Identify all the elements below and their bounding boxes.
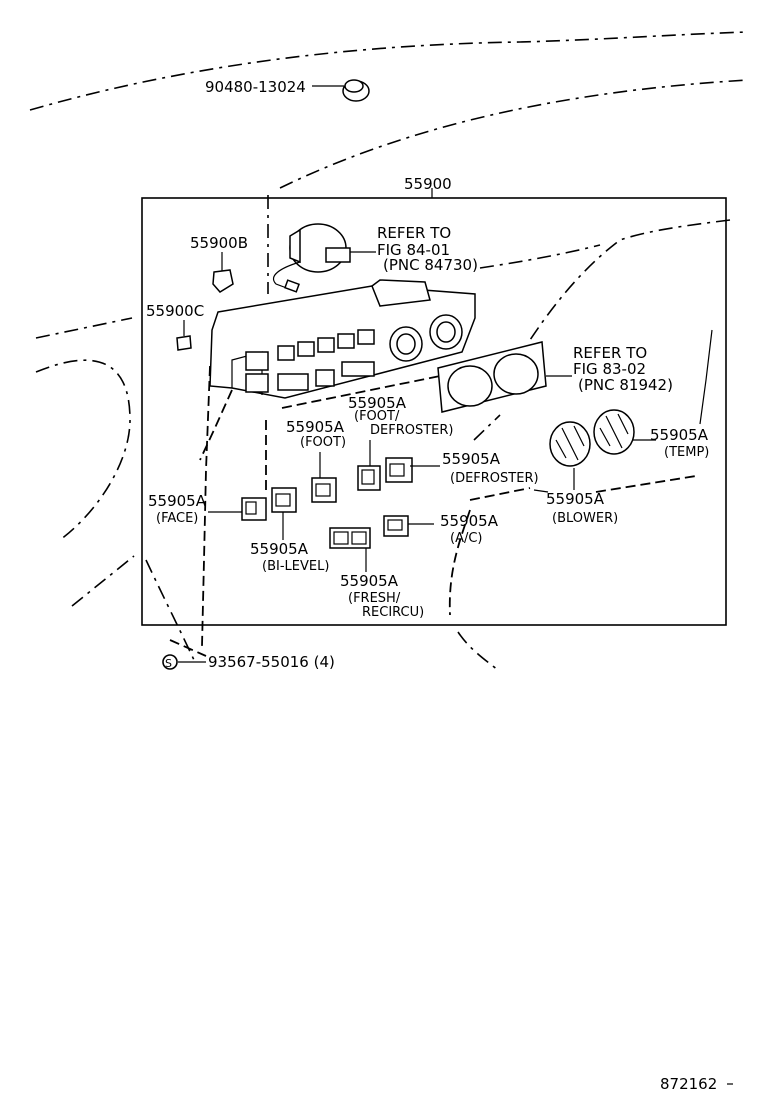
switch-ac xyxy=(383,515,409,537)
assembly-55900: 55900 xyxy=(141,175,727,626)
switch-defroster xyxy=(385,457,413,483)
blower-pn: 55905A xyxy=(546,490,605,508)
knob-temp xyxy=(593,409,656,455)
foot-defroster-name-b: DEFROSTER) xyxy=(370,423,453,438)
fresh-name-a: (FRESH/ xyxy=(348,591,401,606)
switch-labels: 55905A (FOOT/ DEFROSTER) 55905A (FOOT) 5… xyxy=(148,394,709,620)
part-b-label: 55900B xyxy=(190,234,248,252)
bilevel-name: (BI-LEVEL) xyxy=(262,559,329,574)
face-pn: 55905A xyxy=(148,492,207,510)
defroster-pn: 55905A xyxy=(442,450,501,468)
assembly-label: 55900 xyxy=(404,175,452,193)
bilevel-pn: 55905A xyxy=(250,540,309,558)
knob-blower xyxy=(549,421,591,490)
switch-foot xyxy=(311,477,337,503)
bolt-90480: 90480-13024 xyxy=(205,78,370,102)
refer-83-line1: REFER TO xyxy=(573,344,647,362)
dashboard-contours xyxy=(29,31,749,671)
part-c-label: 55900C xyxy=(146,302,204,320)
bolt-part-label: 90480-13024 xyxy=(205,78,306,96)
part-55900c: 55900C xyxy=(146,302,204,351)
switch-bilevel xyxy=(271,487,297,513)
face-name: (FACE) xyxy=(156,511,198,526)
refer-84-line3: (PNC 84730) xyxy=(383,256,478,274)
refer-83-line3: (PNC 81942) xyxy=(578,376,673,394)
temp-pn: 55905A xyxy=(650,426,709,444)
screw-part-label: 93567-55016 (4) xyxy=(208,653,335,671)
foot-defroster-name-a: (FOOT/ xyxy=(354,409,400,424)
figure-number: 872162 xyxy=(660,1075,717,1093)
part-55900b: 55900B xyxy=(190,234,248,293)
refer-84-line2: FIG 84-01 xyxy=(377,241,450,259)
ac-pn: 55905A xyxy=(440,512,499,530)
switch-fresh xyxy=(329,527,371,549)
refer-83-line2: FIG 83-02 xyxy=(573,360,646,378)
screw-symbol: S xyxy=(165,657,172,670)
leader-lines xyxy=(169,329,713,657)
control-panel-illustration xyxy=(209,279,476,409)
switch-foot-defroster xyxy=(357,465,381,491)
ac-name: (A/C) xyxy=(450,531,483,546)
fresh-pn: 55905A xyxy=(340,572,399,590)
defroster-name: (DEFROSTER) xyxy=(450,471,539,486)
blower-motor-illustration: REFER TO FIG 84-01 (PNC 84730) xyxy=(272,223,478,293)
blower-name: (BLOWER) xyxy=(552,511,618,526)
fresh-name-b: RECIRCU) xyxy=(362,605,424,620)
screw-callout: S 93567-55016 (4) xyxy=(162,653,335,671)
foot-pn: 55905A xyxy=(286,418,345,436)
face-plate-illustration: REFER TO FIG 83-02 (PNC 81942) xyxy=(437,341,673,413)
foot-defroster-pn: 55905A xyxy=(348,394,407,412)
refer-84-line1: REFER TO xyxy=(377,224,451,242)
switch-face xyxy=(241,497,267,521)
temp-name: (TEMP) xyxy=(664,445,709,460)
foot-name: (FOOT) xyxy=(300,435,346,450)
